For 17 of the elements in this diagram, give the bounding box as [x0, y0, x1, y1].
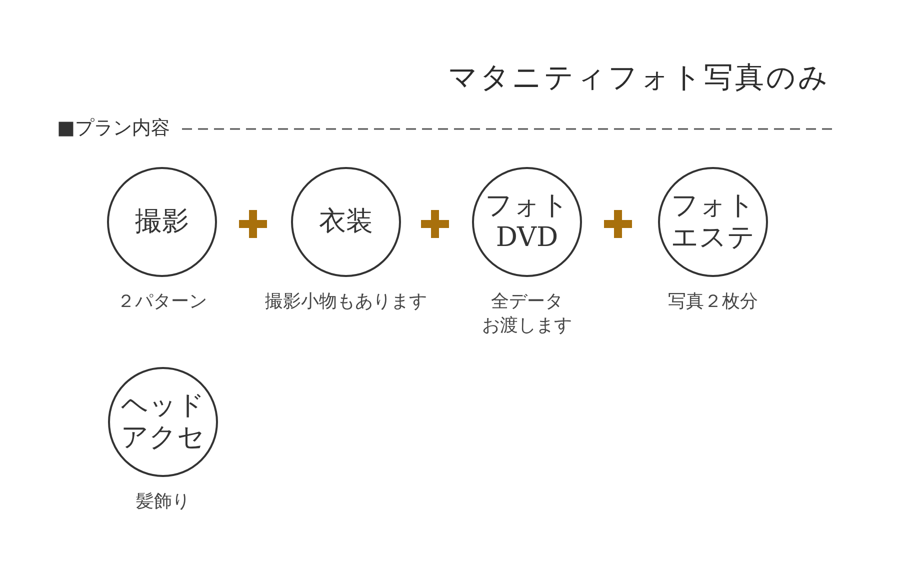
circle-node — [291, 167, 401, 277]
caption-label: 髪飾り — [135, 490, 191, 514]
circle-node — [108, 367, 218, 477]
circle-node — [472, 167, 582, 277]
caption-label: 撮影小物もあります — [264, 290, 428, 314]
section-heading: ■プラン内容 — [57, 116, 170, 141]
caption-label: 写真２枚分 — [667, 290, 759, 314]
page-title: マタニティフォト写真のみ — [448, 59, 830, 96]
circle-node — [107, 167, 217, 277]
node-label: 撮影 — [135, 206, 189, 238]
node-label: フォトDVD — [484, 190, 570, 254]
node-label: フォトエステ — [670, 190, 756, 254]
node-label: 衣装 — [319, 206, 373, 238]
caption-label: ２パターン — [116, 290, 208, 314]
node-label: ヘッドアクセ — [120, 390, 206, 454]
caption-label: 全データお渡します — [481, 290, 573, 338]
circle-node — [658, 167, 768, 277]
